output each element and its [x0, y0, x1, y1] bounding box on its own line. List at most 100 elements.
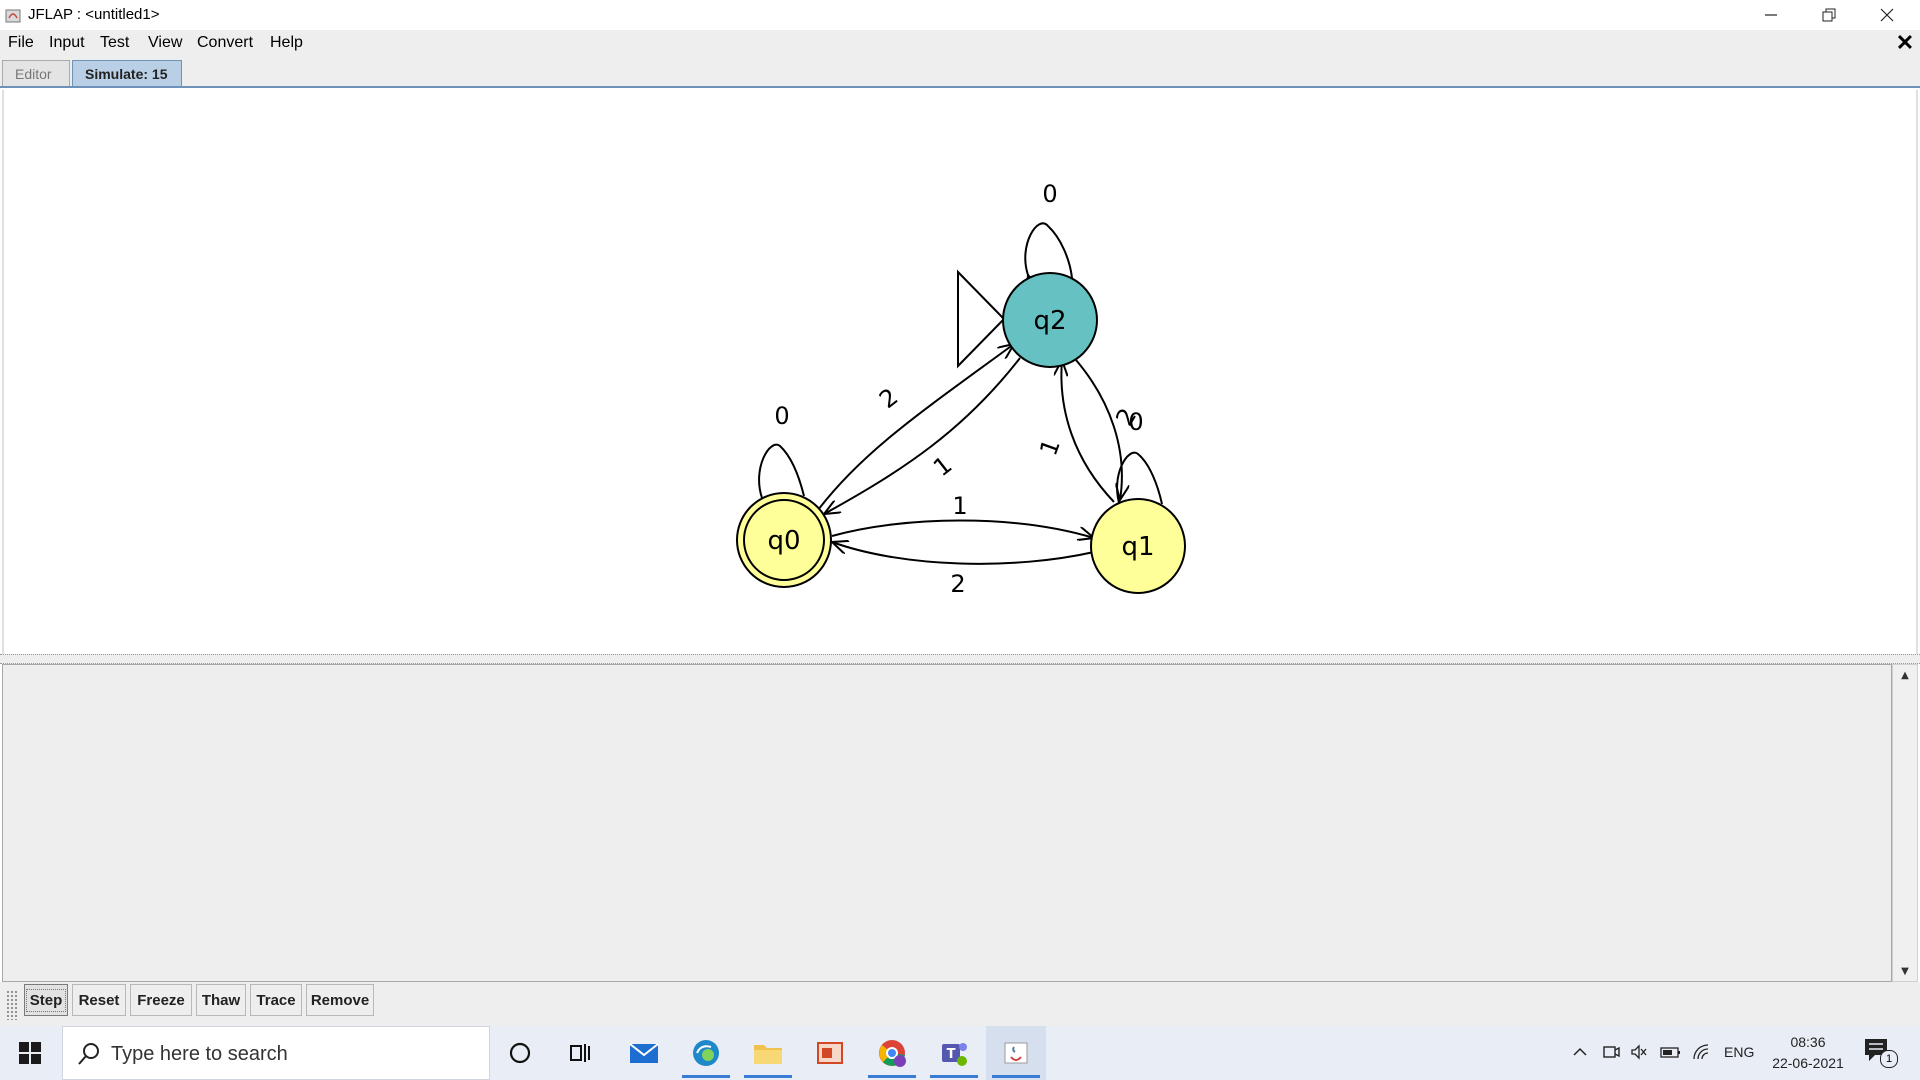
automaton-canvas[interactable]: 0 0 0 1 2 2 1 1 2 q0 q1 q2: [2, 90, 1918, 654]
close-tab-button[interactable]: ✕: [1892, 30, 1918, 56]
search-placeholder: Type here to search: [111, 1043, 288, 1065]
state-label-q0: q0: [767, 526, 800, 556]
step-button[interactable]: Step: [24, 984, 68, 1016]
freeze-button[interactable]: Freeze: [130, 984, 192, 1016]
window-title: JFLAP : <untitled1>: [28, 6, 160, 23]
remove-button[interactable]: Remove: [306, 984, 374, 1016]
state-q2[interactable]: q2: [1002, 272, 1098, 368]
transition-q2-q2: [1024, 222, 1073, 278]
transition-q0-q1: [831, 519, 1094, 539]
scroll-down-icon[interactable]: ▼: [1901, 965, 1909, 977]
volume-muted-icon[interactable]: [1630, 1044, 1648, 1060]
menu-help[interactable]: Help: [270, 34, 303, 51]
java-icon: [1004, 1042, 1028, 1064]
java-app[interactable]: [986, 1026, 1046, 1080]
search-icon: [78, 1043, 99, 1065]
vertical-scrollbar[interactable]: ▲ ▼: [1892, 664, 1918, 982]
explorer-active-indicator: [744, 1075, 792, 1078]
restore-button[interactable]: [1800, 0, 1858, 30]
menu-view[interactable]: View: [148, 34, 183, 51]
transition-label-q2-q0: 1: [928, 451, 957, 482]
thaw-button[interactable]: Thaw: [196, 984, 246, 1016]
initial-state-marker: [957, 269, 1006, 369]
meet-now-icon[interactable]: [1602, 1044, 1620, 1060]
task-view-button[interactable]: [550, 1026, 610, 1080]
teams-active-indicator: [930, 1075, 978, 1078]
teams-app[interactable]: T: [924, 1026, 984, 1080]
cortana-button[interactable]: [490, 1026, 550, 1080]
language-indicator[interactable]: ENG: [1724, 1044, 1755, 1060]
chrome-app[interactable]: [862, 1026, 922, 1080]
transition-q2-q1: [1075, 359, 1122, 500]
edge-app[interactable]: [676, 1026, 736, 1080]
transition-label-q2-loop: 0: [1042, 180, 1057, 208]
powerpoint-app[interactable]: [800, 1026, 860, 1080]
step-button-label: Step: [25, 988, 67, 1012]
folder-icon: [754, 1045, 782, 1064]
close-icon: [1880, 8, 1894, 22]
clock-date: 22-06-2021: [1772, 1055, 1844, 1071]
transition-q1-q0: [832, 542, 1095, 565]
transition-q0-q2: [817, 344, 1014, 511]
pane-splitter[interactable]: [0, 654, 1920, 664]
transition-label-q1-q0: 2: [950, 570, 965, 598]
battery-icon[interactable]: [1660, 1044, 1682, 1060]
notification-count-badge: 1: [1880, 1050, 1898, 1068]
clock[interactable]: 08:36 22-06-2021: [1760, 1032, 1856, 1074]
chevron-up-icon[interactable]: [1572, 1044, 1588, 1060]
close-window-button[interactable]: [1858, 0, 1916, 30]
transition-label-q1-q2: 1: [1034, 435, 1066, 459]
menu-convert[interactable]: Convert: [197, 34, 254, 51]
trace-button[interactable]: Trace: [250, 984, 302, 1016]
scroll-up-icon[interactable]: ▲: [1901, 669, 1909, 681]
transition-q0-q0: [758, 443, 805, 498]
tab-simulate[interactable]: Simulate: 15: [72, 60, 182, 86]
start-button[interactable]: [0, 1026, 60, 1080]
presentation-icon: [817, 1042, 843, 1064]
transition-label-q0-q1: 1: [952, 492, 967, 520]
state-label-q1: q1: [1121, 532, 1154, 562]
edge-active-indicator: [682, 1075, 730, 1078]
wifi-icon[interactable]: [1692, 1043, 1712, 1061]
notification-icon: [1865, 1039, 1887, 1061]
svg-text:T: T: [947, 1047, 956, 1062]
edge-icon: [693, 1040, 719, 1066]
clock-time: 08:36: [1790, 1034, 1826, 1050]
menu-test[interactable]: Test: [100, 34, 130, 51]
menu-input[interactable]: Input: [49, 34, 85, 51]
toolbar-grip[interactable]: [6, 990, 18, 1020]
transition-q1-q2: [1061, 360, 1115, 503]
transition-label-q1-loop: 0: [1128, 408, 1143, 436]
menu-file[interactable]: File: [8, 34, 34, 51]
close-icon: ✕: [1895, 30, 1915, 55]
configurations-pane[interactable]: [2, 664, 1892, 982]
title-bar: JFLAP : <untitled1>: [0, 0, 1920, 30]
tab-strip: Editor Simulate: 15: [0, 56, 1920, 88]
task-view-icon: [570, 1044, 590, 1062]
teams-icon: T: [942, 1043, 967, 1066]
java-active-indicator: [992, 1075, 1040, 1078]
taskbar-search[interactable]: Type here to search: [62, 1026, 490, 1080]
file-explorer-app[interactable]: [738, 1026, 798, 1080]
transition-q1-q1: [1116, 451, 1163, 506]
chrome-active-indicator: [868, 1075, 916, 1078]
mail-icon: [629, 1043, 659, 1063]
mail-app[interactable]: [614, 1026, 674, 1080]
transition-q2-q0: [824, 357, 1021, 514]
minimize-button[interactable]: [1742, 0, 1800, 30]
state-q1[interactable]: q1: [1090, 498, 1186, 594]
state-label-q2: q2: [1033, 306, 1066, 336]
transition-label-q0-loop: 0: [774, 402, 789, 430]
state-q0[interactable]: q0: [736, 492, 832, 588]
taskbar: Type here to search T ENG 08:36 22-06-20…: [0, 1026, 1920, 1080]
tab-editor[interactable]: Editor: [2, 60, 70, 86]
automaton-diagram: 0 0 0 1 2 2 1 1 2 q0 q1 q2: [736, 180, 1186, 598]
chrome-icon: [879, 1040, 906, 1067]
menu-bar: File Input Test View Convert Help ✕: [0, 30, 1920, 56]
minimize-icon: [1765, 14, 1777, 16]
simulation-toolbar: Step Reset Freeze Thaw Trace Remove: [0, 982, 1920, 1026]
jflap-app-icon: [5, 9, 21, 23]
action-center-button[interactable]: 1: [1862, 1036, 1902, 1070]
cortana-icon: [509, 1042, 531, 1064]
reset-button[interactable]: Reset: [72, 984, 126, 1016]
